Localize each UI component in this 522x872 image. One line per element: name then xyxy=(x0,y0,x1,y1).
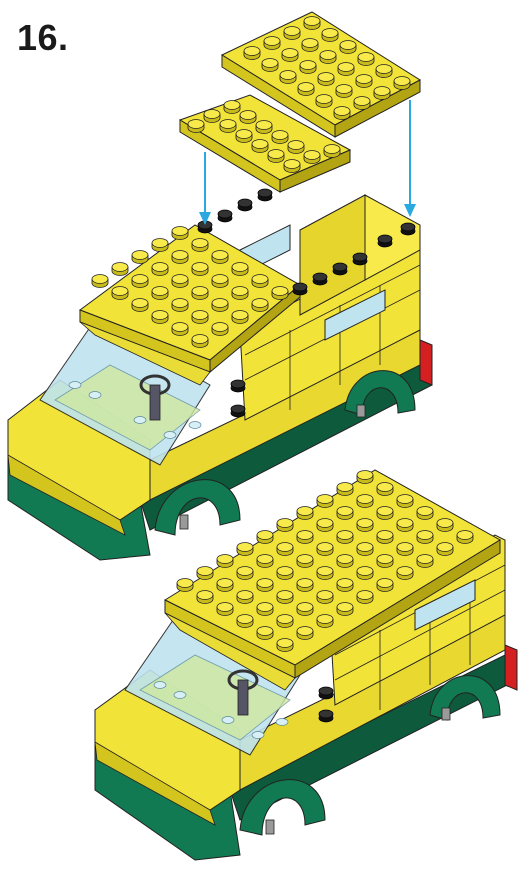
arrow-down-icon xyxy=(404,100,416,217)
arrow-down-icon xyxy=(199,152,211,225)
